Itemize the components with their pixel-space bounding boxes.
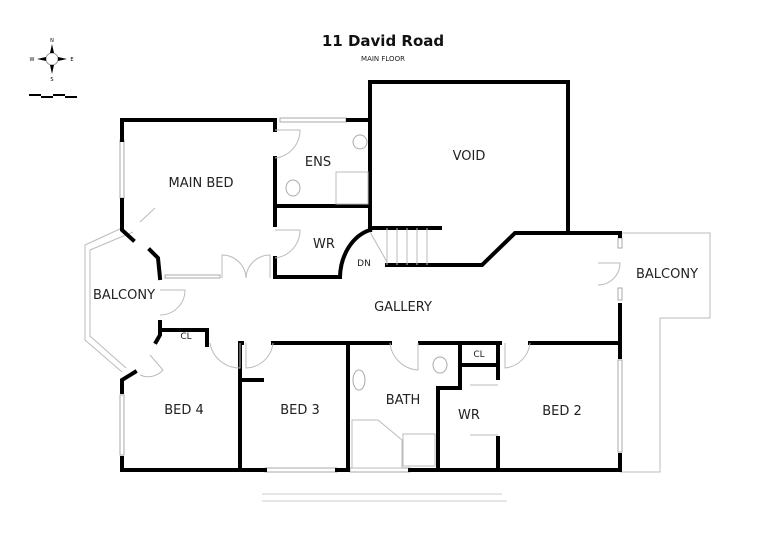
room-cl-right: CL: [473, 350, 484, 360]
room-balcony-right: BALCONY: [636, 267, 698, 282]
compass-icon: N S W E: [30, 38, 74, 83]
room-balcony-left: BALCONY: [93, 288, 155, 303]
room-bath: BATH: [386, 393, 421, 408]
room-bed2: BED 2: [542, 404, 582, 419]
room-gallery: GALLERY: [374, 300, 432, 315]
fixtures: [285, 134, 448, 469]
walls: [120, 80, 622, 472]
compass-w: W: [30, 57, 35, 63]
room-main-bed: MAIN BED: [169, 176, 234, 191]
room-bed4: BED 4: [164, 403, 204, 418]
room-labels: MAIN BED ENS VOID WR DN BALCONY GALLERY …: [93, 149, 698, 423]
plan-subtitle: MAIN FLOOR: [361, 55, 405, 63]
doors: [139, 129, 621, 436]
scale-bar: [29, 94, 77, 98]
balcony-outlines: [84, 227, 711, 473]
compass-s: S: [50, 77, 53, 83]
room-cl-left: CL: [180, 332, 191, 342]
stair-dn: DN: [357, 259, 371, 269]
compass-e: E: [70, 57, 73, 63]
room-wr-upper: WR: [313, 237, 335, 252]
room-void: VOID: [453, 149, 486, 164]
staircase: [369, 228, 428, 265]
disclaimer-text: [262, 493, 507, 502]
room-ens: ENS: [305, 155, 331, 170]
compass-n: N: [50, 38, 54, 44]
room-bed3: BED 3: [280, 403, 320, 418]
plan-title: 11 David Road: [322, 32, 444, 50]
room-wr-lower: WR: [458, 408, 480, 423]
